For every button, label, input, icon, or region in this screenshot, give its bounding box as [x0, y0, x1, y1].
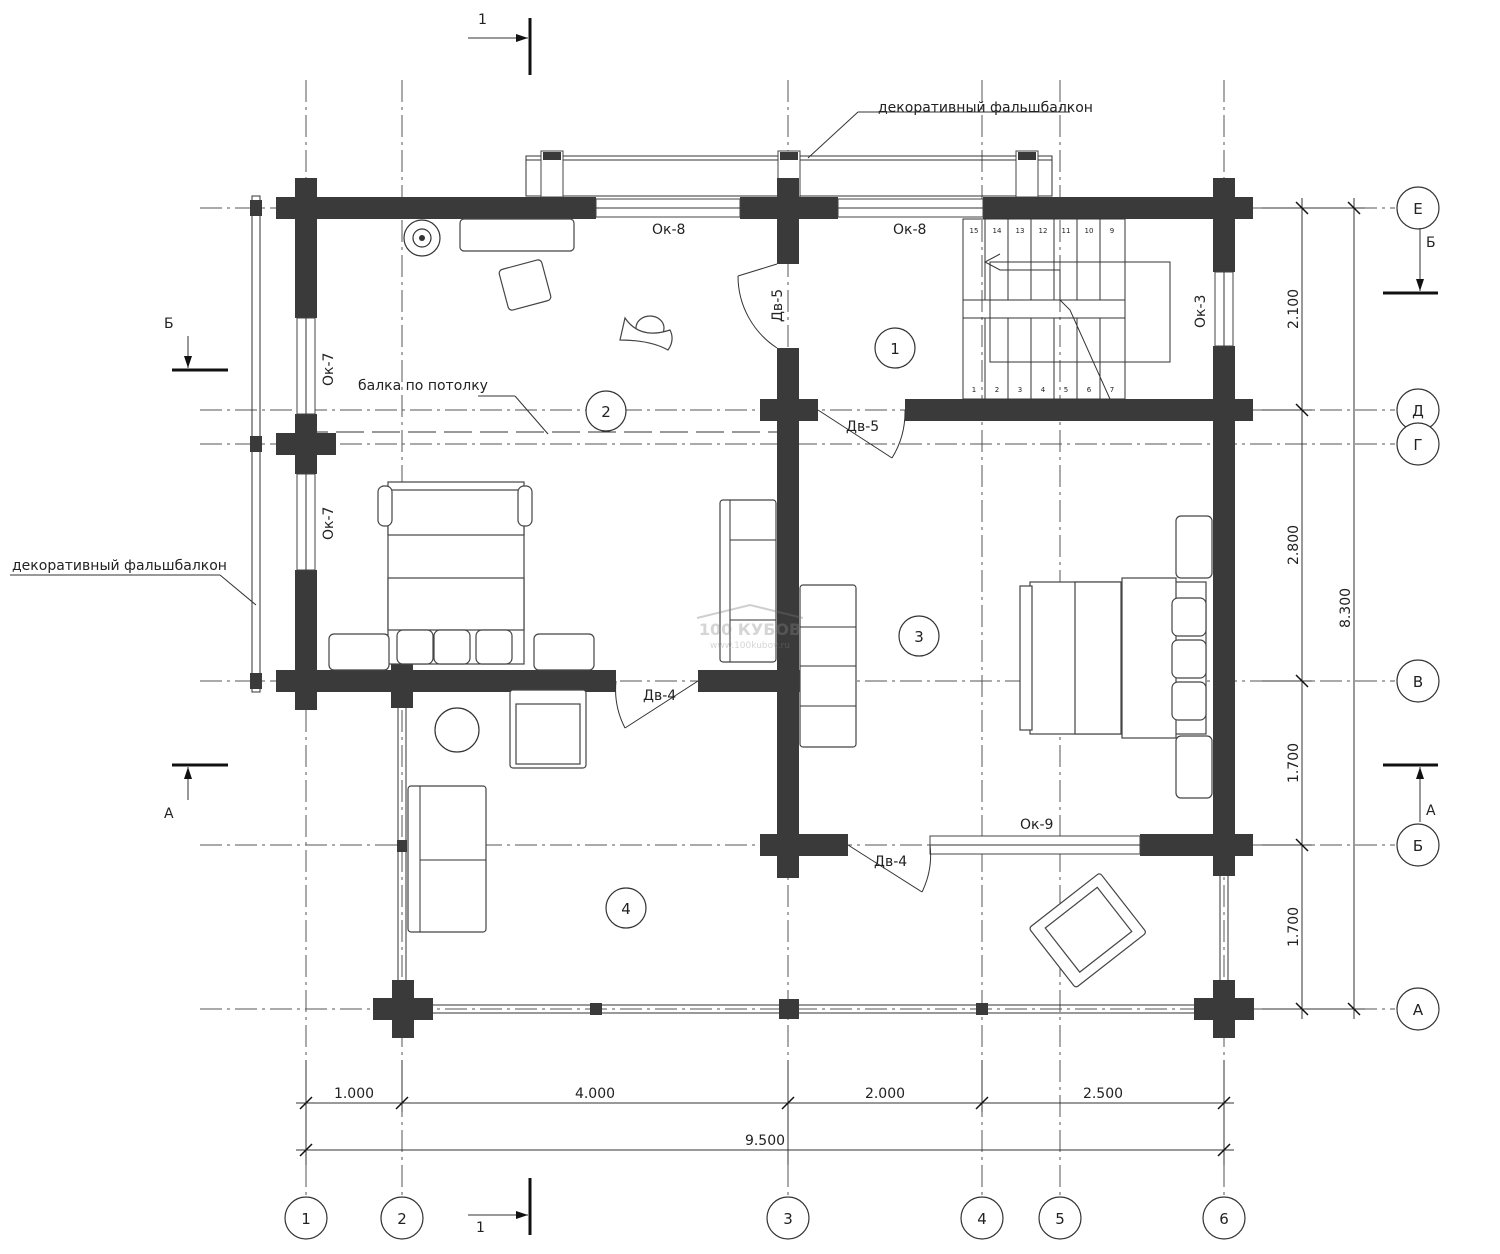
staircase: [962, 218, 1171, 400]
dim-h-total: 9.500: [745, 1133, 785, 1149]
window-ok7-b-label: Ок-7: [321, 507, 337, 540]
stair-number-top-6: 10: [1085, 227, 1094, 235]
stair-number-top-3: 13: [1016, 227, 1025, 235]
dim-v-2: 2.800: [1286, 525, 1302, 565]
decor-balcony-top-label: декоративный фальшбалкон: [878, 100, 1093, 116]
door-dv5-a-label: Дв-5: [770, 289, 786, 322]
axis-1-label: 1: [301, 1210, 311, 1228]
watermark-url: www.100kubov.ru: [710, 641, 790, 651]
dim-h-3: 2.000: [865, 1086, 905, 1102]
dim-h-1: 1.000: [334, 1086, 374, 1102]
window-ok8-a-label: Ок-8: [652, 222, 685, 238]
stair-number-bottom-1: 1: [972, 386, 976, 394]
stair-number-top-1: 15: [970, 227, 979, 235]
window-ok3-label: Ок-3: [1193, 295, 1209, 328]
axis-E-label: Е: [1413, 200, 1422, 218]
section-A-right-label: А: [1426, 803, 1436, 819]
dim-h-2: 4.000: [575, 1086, 615, 1102]
furniture: [328, 218, 1213, 988]
stair-numbers-bottom: 1 2 3 4 5 6 7: [972, 386, 1114, 394]
decor-balcony-left-label: декоративный фальшбалкон: [12, 558, 227, 574]
axis-B-label: Б: [1413, 837, 1423, 855]
stair-number-top-2: 14: [993, 227, 1002, 235]
dim-v-1: 2.100: [1286, 289, 1302, 329]
ceiling-beam-label: балка по потолку: [358, 378, 488, 394]
room-4-number: 4: [621, 900, 631, 918]
stair-numbers-top: 15 14 13 12 11 10 9: [970, 227, 1115, 235]
dim-v-total: 8.300: [1338, 588, 1354, 628]
door-dv4-a-label: Дв-4: [643, 688, 676, 704]
stair-number-bottom-6: 6: [1087, 386, 1092, 394]
axis-3-label: 3: [783, 1210, 793, 1228]
door-dv4-b-label: Дв-4: [874, 854, 907, 870]
row-axis-markers: Е Д Г В Б А: [1396, 186, 1440, 1031]
section-1-top-label: 1: [478, 12, 487, 28]
column-axis-markers: 1 2 3 4 5 6: [284, 1196, 1246, 1240]
section-A-left-label: А: [164, 806, 174, 822]
stair-number-bottom-7: 7: [1110, 386, 1114, 394]
axis-A-label: А: [1413, 1001, 1424, 1019]
door-dv5-b-label: Дв-5: [846, 419, 879, 435]
terrace-outline: [397, 700, 1229, 1015]
room-1-number: 1: [890, 340, 900, 358]
window-ok7-a-label: Ок-7: [321, 353, 337, 386]
dim-v-4: 1.700: [1286, 907, 1302, 947]
stair-number-top-4: 12: [1039, 227, 1048, 235]
watermark-text: 100 КУБОВ: [699, 620, 801, 639]
dimensions-vertical: 2.100 2.800 1.700 1.700 8.300: [1262, 198, 1365, 1019]
section-1-bottom-label: 1: [476, 1220, 485, 1236]
stair-number-bottom-2: 2: [995, 386, 999, 394]
doors: [615, 263, 932, 893]
axis-D-label: Д: [1412, 402, 1424, 420]
window-ok9-label: Ок-9: [1020, 817, 1053, 833]
axis-5-label: 5: [1055, 1210, 1065, 1228]
stair-number-bottom-3: 3: [1018, 386, 1022, 394]
axis-6-label: 6: [1219, 1210, 1229, 1228]
room-3-number: 3: [914, 628, 924, 646]
dim-h-4: 2.500: [1083, 1086, 1123, 1102]
section-B-right-label: Б: [1426, 235, 1436, 251]
window-ok8-b-label: Ок-8: [893, 222, 926, 238]
stair-number-bottom-4: 4: [1041, 386, 1046, 394]
axis-V-label: В: [1413, 673, 1423, 691]
axis-2-label: 2: [397, 1210, 407, 1228]
walls: [276, 178, 1254, 1038]
room-2-number: 2: [601, 403, 611, 421]
axis-4-label: 4: [977, 1210, 987, 1228]
watermark: 100 КУБОВ www.100kubov.ru: [696, 603, 804, 651]
dimensions-horizontal: 1.000 4.000 2.000 2.500 9.500: [296, 1060, 1234, 1165]
decor-balcony-left: [10, 195, 262, 693]
stair-number-top-7: 9: [1110, 227, 1114, 235]
dim-v-3: 1.700: [1286, 743, 1302, 783]
stair-number-bottom-5: 5: [1064, 386, 1068, 394]
room-markers: 1 2 3 4: [585, 327, 940, 929]
windows: [296, 198, 1234, 855]
stair-number-top-5: 11: [1062, 227, 1071, 235]
section-B-left-label: Б: [164, 316, 174, 332]
section-marks: 1 1 Б Б А А: [164, 12, 1438, 1236]
axis-G-label: Г: [1413, 436, 1422, 454]
